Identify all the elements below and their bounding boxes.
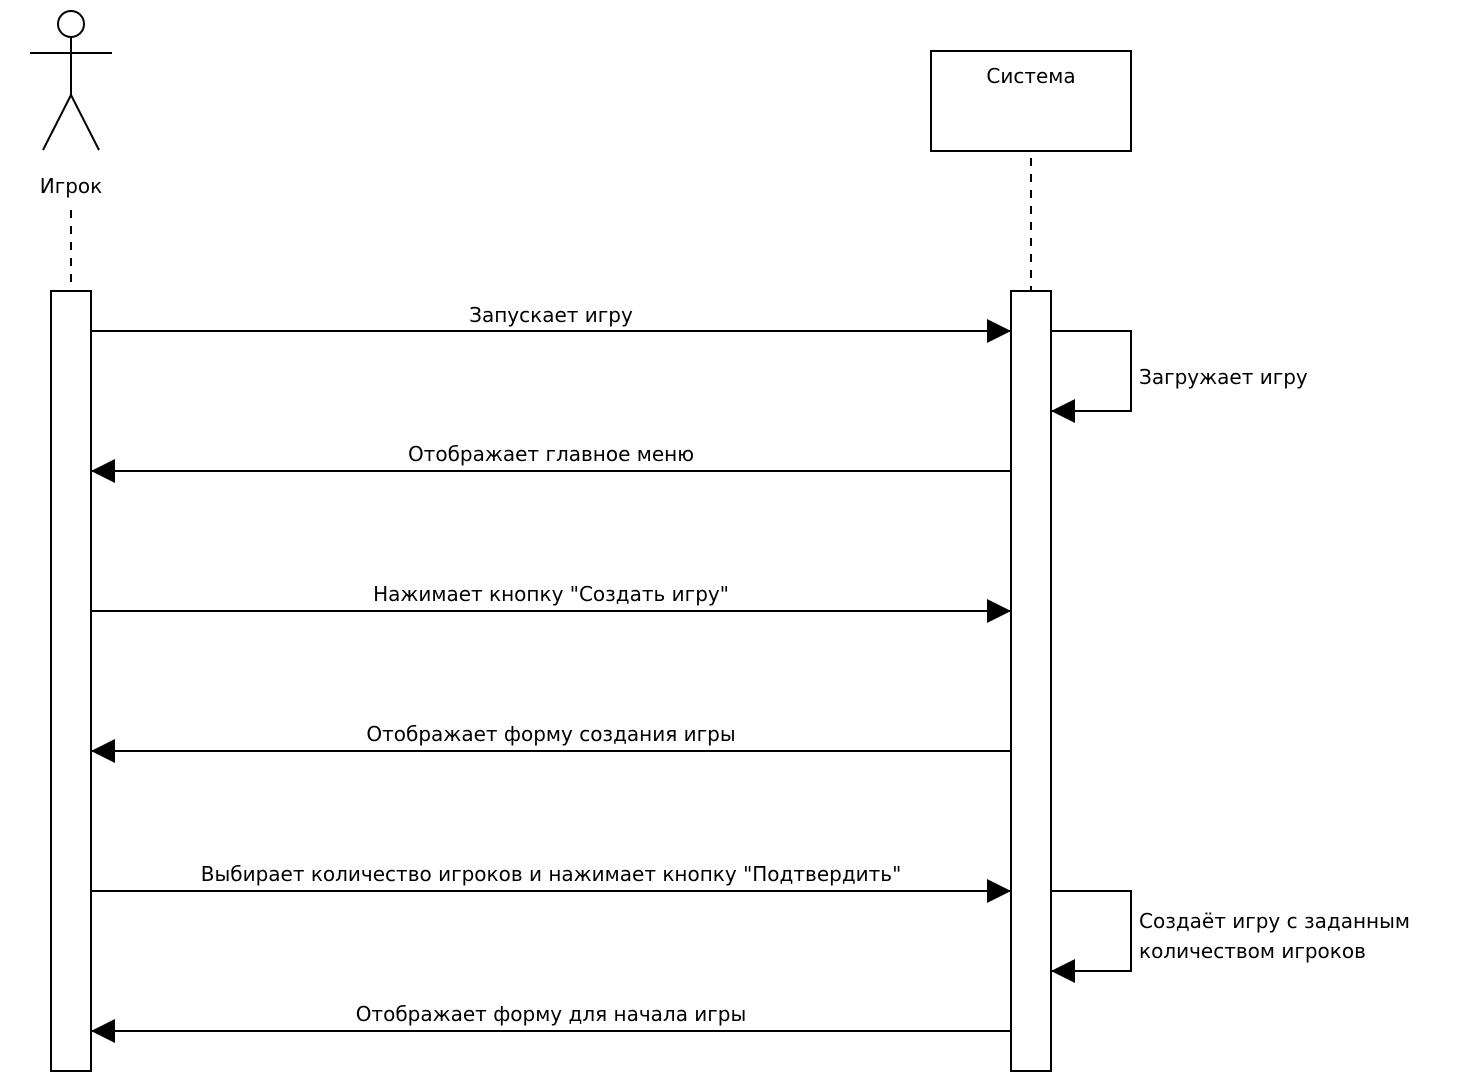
self-message-label: Загружает игру [1139, 365, 1308, 389]
message-label: Нажимает кнопку "Создать игру" [373, 582, 729, 606]
actor-activation-bar [50, 290, 92, 1072]
message-shows-create-form: Отображает форму создания игры [91, 722, 1011, 763]
self-message-arrow [1051, 890, 1132, 983]
message-label: Запускает игру [469, 303, 633, 327]
message-label: Отображает форму для начала игры [356, 1002, 747, 1026]
message-shows-main-menu: Отображает главное меню [91, 442, 1011, 483]
participant-box [930, 50, 1132, 152]
message-launches-game: Запускает игру [91, 303, 1011, 343]
participant-name: Система [986, 64, 1075, 88]
actor-figure-icon [30, 10, 112, 151]
self-message-label-line-2: количеством игроков [1139, 939, 1366, 963]
self-message-loads-game: Загружает игру [1051, 330, 1308, 423]
message-label: Отображает главное меню [408, 442, 694, 466]
message-presses-create-game: Нажимает кнопку "Создать игру" [91, 582, 1011, 623]
self-message-label-line-1: Создаёт игру с заданным [1139, 909, 1410, 933]
actor-name: Игрок [40, 174, 102, 198]
self-message-creates-game: Создаёт игру с заданным количеством игро… [1051, 890, 1410, 983]
message-label: Отображает форму создания игры [366, 722, 735, 746]
message-selects-player-count: Выбирает количество игроков и нажимает к… [91, 862, 1011, 903]
message-shows-start-form: Отображает форму для начала игры [91, 1002, 1011, 1043]
self-message-arrow [1051, 330, 1132, 423]
participant-sistema: Система [930, 50, 1132, 152]
actor-igrok: Игрок [30, 10, 112, 198]
system-activation-bar [1010, 290, 1052, 1072]
message-label: Выбирает количество игроков и нажимает к… [201, 862, 902, 886]
